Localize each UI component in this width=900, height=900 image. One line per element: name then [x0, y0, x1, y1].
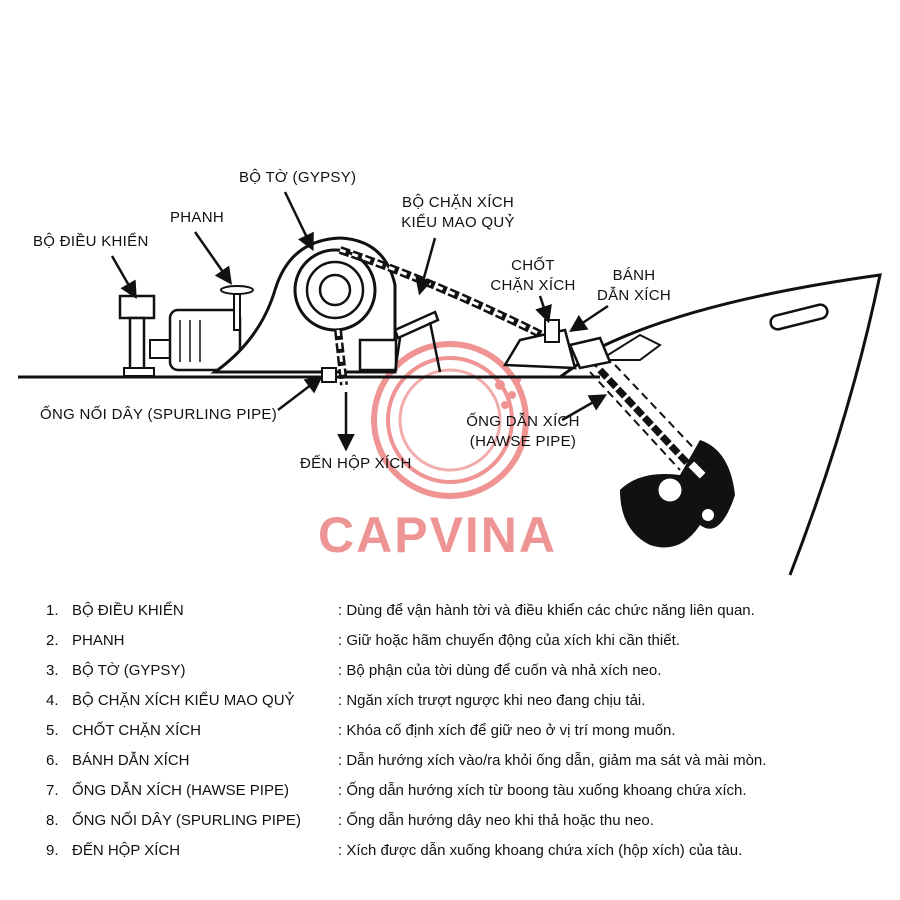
legend-term: ỐNG NỐI DÂY (SPURLING PIPE) [72, 812, 301, 829]
gypsy-unit [210, 236, 398, 374]
label-stopper-line1: BỘ CHẶN XÍCH [402, 194, 514, 211]
arrow-brake [193, 231, 233, 285]
legend-number: 4. [46, 692, 59, 709]
legend-term: BỘ TỜ (GYPSY) [72, 662, 186, 679]
arrow-spurling [277, 375, 323, 411]
legend-row: 1. BỘ ĐIỀU KHIỂN : Dùng để vận hành tời … [0, 598, 900, 624]
legend-number: 8. [46, 812, 59, 829]
arrow-stopper [415, 237, 437, 296]
arrow-guide-wheel [569, 304, 609, 332]
legend-number: 7. [46, 782, 59, 799]
label-guide-wheel: BÁNH DẪN XÍCH [594, 266, 674, 306]
legend-number: 5. [46, 722, 59, 739]
label-chain-pin-line1: CHỐT [511, 257, 555, 274]
label-spurling-pipe: ỐNG NỐI DÂY (SPURLING PIPE) [40, 406, 278, 423]
anchor-icon [620, 440, 735, 548]
brake-unit [168, 285, 254, 372]
legend-description: : Ống dẫn hướng dây neo khi thả hoặc thu… [338, 812, 654, 829]
label-guide-wheel-line1: BÁNH [612, 267, 656, 284]
ship-bow [559, 273, 882, 576]
legend-number: 1. [46, 602, 59, 619]
hawse-pipe [589, 364, 706, 471]
legend-row: 9. ĐẾN HỘP XÍCH : Xích được dẫn xuống kh… [0, 838, 900, 864]
legend-description: : Ngăn xích trượt ngược khi neo đang chị… [338, 692, 646, 709]
legend-row: 5. CHỐT CHẶN XÍCH : Khóa cố định xích để… [0, 718, 900, 744]
legend-description: : Bộ phận của tời dùng để cuốn và nhả xí… [338, 662, 662, 679]
chain-to-locker [321, 329, 348, 386]
windlass-diagram [18, 191, 882, 576]
legend-row: 6. BÁNH DẪN XÍCH : Dẫn hướng xích vào/ra… [0, 748, 900, 774]
legend-row: 2. PHANH : Giữ hoặc hãm chuyển động của … [0, 628, 900, 654]
legend-number: 2. [46, 632, 59, 649]
legend-description: : Dẫn hướng xích vào/ra khỏi ống dẫn, gi… [338, 752, 767, 769]
label-gypsy: BỘ TỜ (GYPSY) [239, 169, 357, 186]
label-hawse-pipe: ỐNG DẪN XÍCH (HAWSE PIPE) [465, 412, 581, 452]
legend-row: 4. BỘ CHẶN XÍCH KIỂU MAO QUỶ : Ngăn xích… [0, 688, 900, 714]
arrow-gypsy [283, 191, 314, 252]
watermark-logo-icon [371, 341, 529, 499]
label-to-chain-locker: ĐẾN HỘP XÍCH [300, 455, 412, 472]
chain-stopper [393, 310, 442, 373]
label-hawse-pipe-line1: ỐNG DẪN XÍCH [466, 413, 580, 430]
label-stopper: BỘ CHẶN XÍCH KIỂU MAO QUỶ [398, 193, 518, 233]
legend-description: : Xích được dẫn xuống khoang chứa xích (… [338, 842, 743, 859]
legend-term: CHỐT CHẶN XÍCH [72, 722, 201, 739]
legend-term: ĐẾN HỘP XÍCH [72, 842, 181, 859]
label-stopper-line2: KIỂU MAO QUỶ [401, 214, 515, 231]
chain-pin [502, 319, 577, 370]
legend-number: 9. [46, 842, 59, 859]
arrow-chain-pin [535, 295, 552, 324]
label-hawse-pipe-line2: (HAWSE PIPE) [469, 433, 577, 450]
label-brake: PHANH [170, 209, 225, 226]
legend-description: : Ống dẫn hướng xích từ boong tàu xuống … [338, 782, 747, 799]
legend-term: BỘ ĐIỀU KHIỂN [72, 602, 184, 619]
label-chain-pin-line2: CHẶN XÍCH [490, 277, 576, 294]
legend-description: : Giữ hoặc hãm chuyển động của xích khi … [338, 632, 680, 649]
legend-row: 7. ỐNG DẪN XÍCH (HAWSE PIPE) : Ống dẫn h… [0, 778, 900, 804]
legend-row: 8. ỐNG NỐI DÂY (SPURLING PIPE) : Ống dẫn… [0, 808, 900, 834]
controller-unit [118, 294, 176, 377]
legend-term: BỘ CHẶN XÍCH KIỂU MAO QUỶ [72, 692, 295, 709]
legend-term: PHANH [72, 632, 125, 649]
anchor-chain [338, 246, 602, 369]
legend-number: 6. [46, 752, 59, 769]
legend-description: : Dùng để vận hành tời và điều khiển các… [338, 602, 755, 619]
label-controller: BỘ ĐIỀU KHIỂN [33, 233, 149, 250]
watermark-text: CAPVINA [318, 507, 558, 563]
arrow-controller [110, 255, 137, 300]
label-chain-pin: CHỐT CHẶN XÍCH [486, 256, 580, 296]
legend-term: ỐNG DẪN XÍCH (HAWSE PIPE) [72, 782, 289, 799]
legend-number: 3. [46, 662, 59, 679]
legend-row: 3. BỘ TỜ (GYPSY) : Bộ phận của tời dùng … [0, 658, 900, 684]
arrow-hawse [561, 394, 608, 422]
bow-porthole [769, 303, 829, 331]
legend-term: BÁNH DẪN XÍCH [72, 752, 190, 769]
label-guide-wheel-line2: DẪN XÍCH [596, 287, 672, 304]
guide-wheel [568, 336, 612, 370]
legend-description: : Khóa cố định xích để giữ neo ở vị trí … [338, 722, 676, 739]
